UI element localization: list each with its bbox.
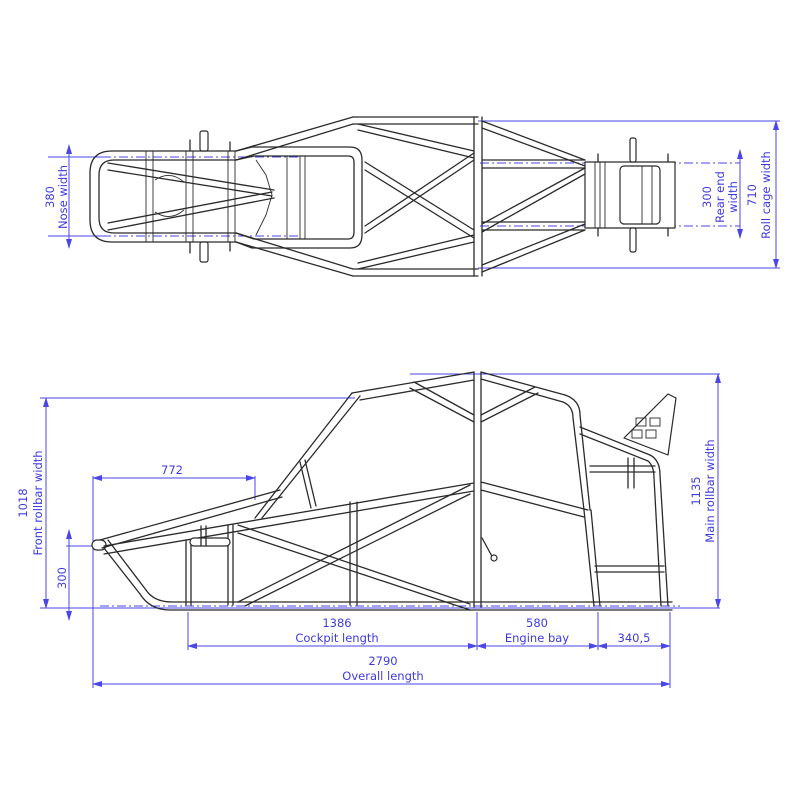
nose-length-value: 772 xyxy=(161,463,183,477)
nose-width-label: Nose width xyxy=(56,165,70,229)
cockpit-length-label: Cockpit length xyxy=(295,631,378,645)
roll-cage-width-value: 710 xyxy=(745,184,759,206)
overall-length-value: 2790 xyxy=(368,654,397,668)
front-rollbar-width-label: Front rollbar width xyxy=(31,450,45,555)
side-view: 1018 Front rollbar width 300 772 1135 Ma… xyxy=(16,371,721,688)
rear-section-top xyxy=(481,120,676,273)
engine-bay-value: 580 xyxy=(526,616,548,630)
front-rollbar xyxy=(254,371,475,519)
cockpit-length-value: 1386 xyxy=(322,616,351,630)
center-bay-top xyxy=(352,116,483,277)
dimension-engine-bay: 580 Engine bay xyxy=(476,616,599,649)
nose-upper-rails xyxy=(91,482,475,555)
dimension-rear-overhang: 340,5 xyxy=(597,631,671,649)
rear-engine-bay xyxy=(579,393,677,607)
nose-loop xyxy=(89,150,275,243)
engine-bay-label: Engine bay xyxy=(505,631,569,645)
top-view-centerlines xyxy=(48,120,780,269)
dimension-front-rollbar-width: 1018 Front rollbar width xyxy=(16,397,49,609)
overall-length-label: Overall length xyxy=(342,669,423,683)
dimension-overall-length: 2790 Overall length xyxy=(92,654,671,687)
mid-section-side xyxy=(237,484,471,611)
main-rollbar-width-value: 1135 xyxy=(689,476,703,505)
cockpit-section-top xyxy=(235,116,363,277)
dimension-rear-end-width: 300 Rear end width xyxy=(700,149,743,239)
front-rollbar-width-value: 1018 xyxy=(16,488,30,517)
dimension-nose-height: 300 xyxy=(55,529,72,621)
dimension-nose-width: 380 Nose width xyxy=(43,144,72,249)
front-wheel-hubs xyxy=(189,130,231,263)
bottom-rail xyxy=(99,539,673,611)
roll-cage-width-label: Roll cage width xyxy=(759,151,773,239)
main-rollbar-width-label: Main rollbar width xyxy=(703,439,717,542)
rear-end-width-label-line1: Rear end xyxy=(713,171,727,223)
dimension-roll-cage-width: 710 Roll cage width xyxy=(745,120,779,269)
nose-width-value: 380 xyxy=(43,186,57,208)
front-uprights xyxy=(185,524,234,606)
dimension-main-rollbar-width: 1135 Main rollbar width xyxy=(689,373,721,609)
rear-end-width-label-line2: width xyxy=(726,181,740,213)
rear-overhang-value: 340,5 xyxy=(618,631,651,645)
dimension-nose-length: 772 xyxy=(92,463,256,481)
top-view: 380 Nose width 300 Rear end width 710 Ro… xyxy=(43,116,780,277)
rear-end-width-value: 300 xyxy=(700,186,714,208)
nose-height-value: 300 xyxy=(55,567,69,589)
dimension-cockpit-length: 1386 Cockpit length xyxy=(187,616,478,649)
main-rollbar xyxy=(409,371,591,608)
